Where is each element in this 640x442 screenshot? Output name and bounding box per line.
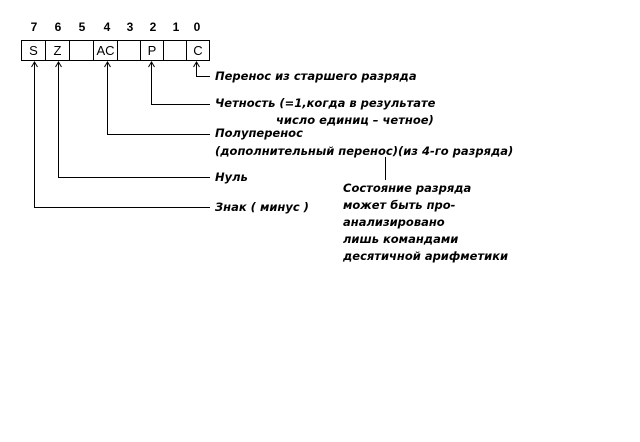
bit-number-7: 7 xyxy=(30,20,38,34)
bit-number-4: 4 xyxy=(103,20,111,34)
bit-number-6: 6 xyxy=(54,20,62,34)
note-line-3: анализировано xyxy=(343,215,445,229)
flag-cell-aux-carry: AC xyxy=(93,40,118,61)
sign-label: Знак ( минус ) xyxy=(215,200,309,214)
zero-arrowhead xyxy=(55,61,62,68)
aux-carry-arrow-line xyxy=(107,62,210,135)
zero-label: Нуль xyxy=(215,170,248,184)
bit-number-2: 2 xyxy=(149,20,157,34)
parity-label-line2: число единиц – четное) xyxy=(276,113,434,127)
bit-number-0: 0 xyxy=(193,20,201,34)
carry-arrowhead xyxy=(193,61,200,68)
note-line-4: лишь командами xyxy=(343,232,459,246)
carry-arrow-line xyxy=(196,62,210,77)
bit-number-3: 3 xyxy=(126,20,134,34)
note-line-5: десятичной арифметики xyxy=(343,249,509,263)
zero-arrow-line xyxy=(58,62,210,178)
aux-carry-arrowhead xyxy=(104,61,111,68)
bit-number-5: 5 xyxy=(78,20,86,34)
carry-label: Перенос из старшего разряда xyxy=(215,69,417,83)
flag-cell-sign: S xyxy=(21,40,46,61)
sign-arrowhead xyxy=(31,61,38,68)
parity-arrowhead xyxy=(148,61,155,68)
flag-cell-zero: Z xyxy=(45,40,70,61)
note-line-2: может быть про- xyxy=(343,198,456,212)
aux-carry-label-line1: Полуперенос xyxy=(215,126,303,140)
flag-cell-parity: P xyxy=(140,40,164,61)
sign-arrow-line xyxy=(34,62,210,208)
flag-cell-carry: C xyxy=(186,40,210,61)
note-line-1: Состояние разряда xyxy=(343,181,472,195)
parity-arrow-line xyxy=(151,62,210,105)
aux-carry-label-line2: (дополнительный перенос)(из 4-го разряда… xyxy=(215,144,514,158)
parity-label-line1: Четность (=1,когда в результате xyxy=(215,96,436,110)
bit-number-1: 1 xyxy=(172,20,180,34)
